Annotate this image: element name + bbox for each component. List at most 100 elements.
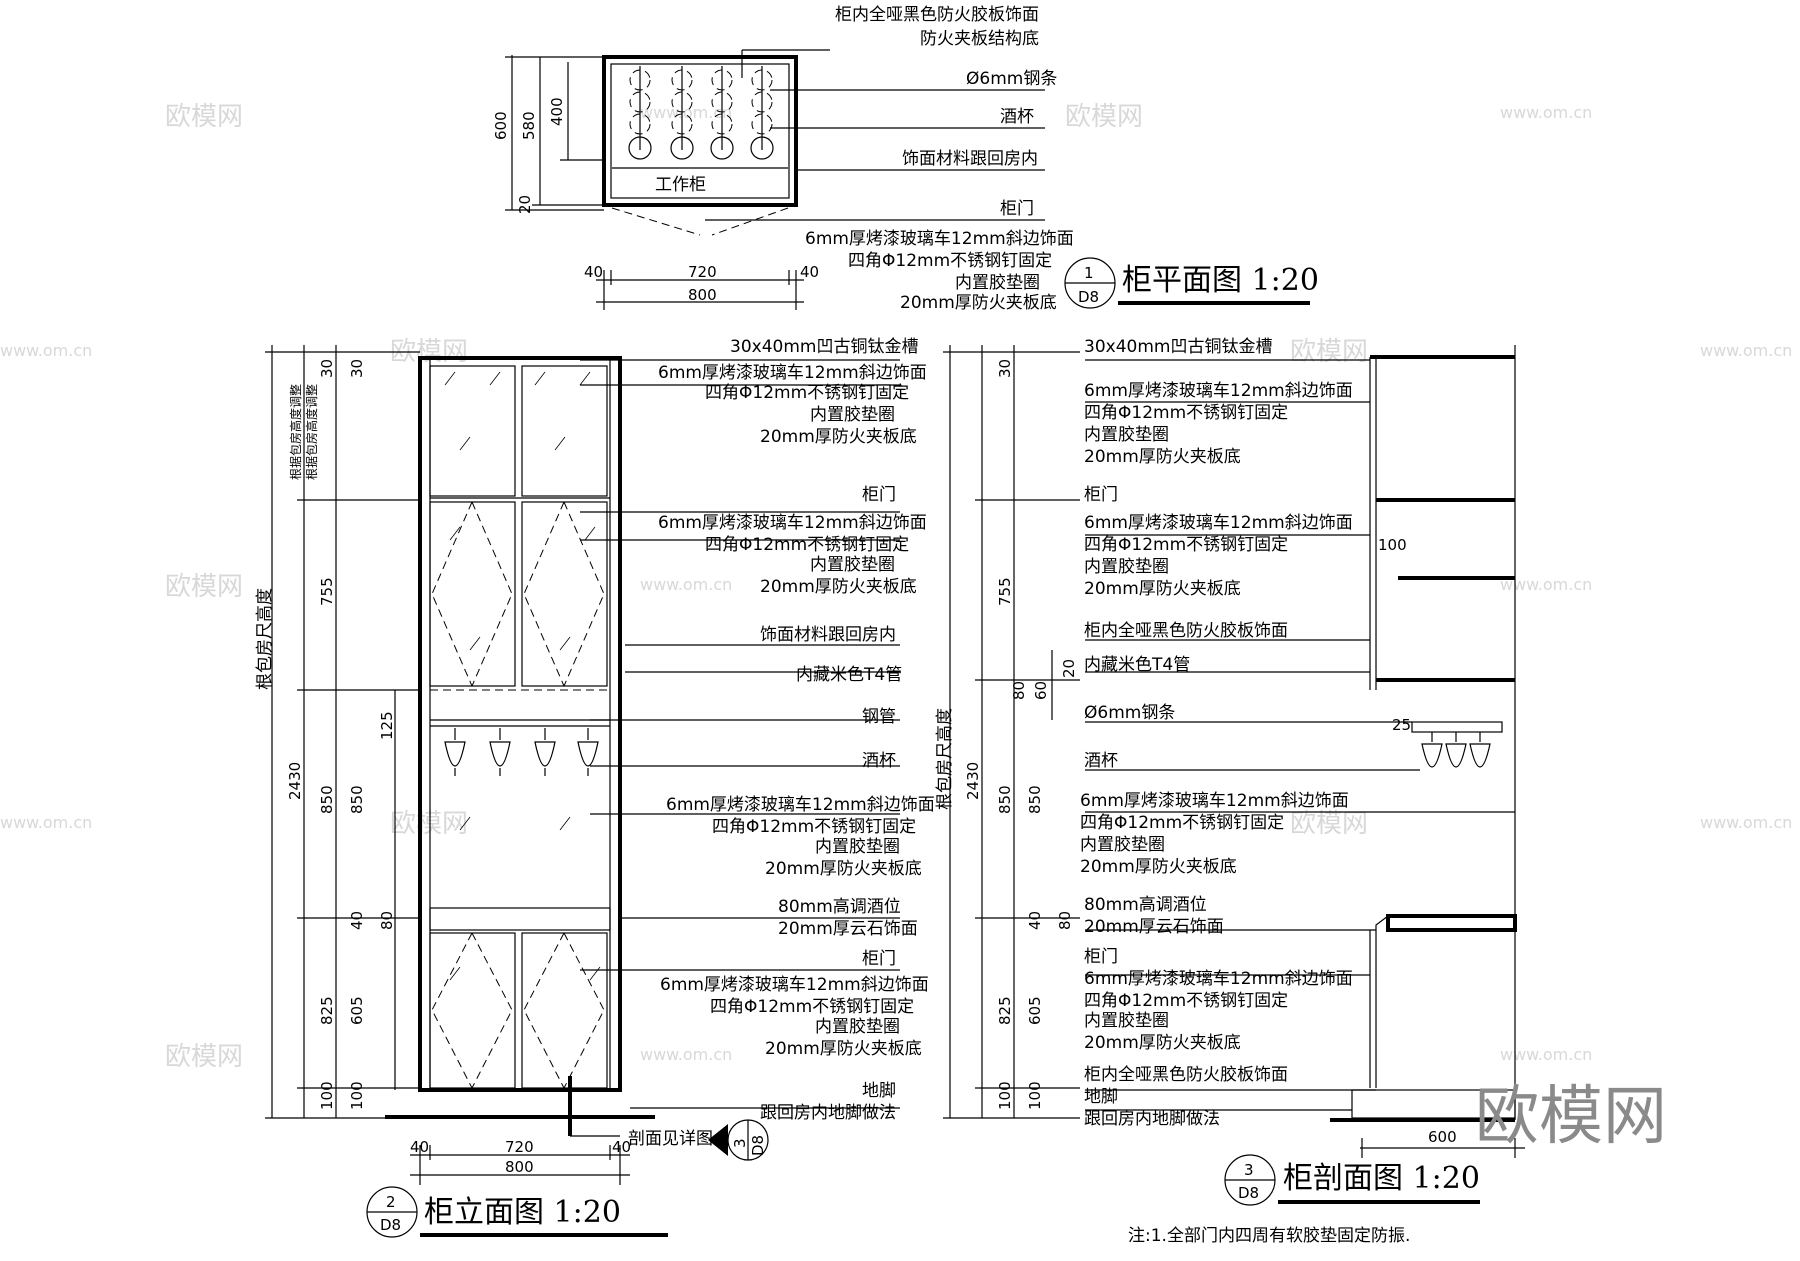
watermark-url: www.om.cn	[0, 341, 92, 360]
section-label: 内置胶垫圈	[1084, 425, 1169, 445]
plan-label: Ø6mm钢条	[966, 69, 1057, 89]
watermark: 欧模网	[1290, 337, 1368, 367]
elevation-dim: 30	[318, 359, 336, 378]
elevation-label: 80mm高调酒位	[778, 897, 901, 917]
elevation-dim: 40	[612, 1138, 631, 1156]
elevation-tag-number: 2	[386, 1193, 396, 1211]
elevation-dim: 800	[505, 1158, 534, 1176]
general-note: 注:1.全部门内四周有软胶垫固定防振.	[1128, 1226, 1410, 1246]
section-label: 四角Φ12mm不锈钢钉固定	[1084, 991, 1288, 1011]
section-dim: 850	[996, 785, 1014, 814]
section-dim: 20	[1060, 659, 1078, 678]
section-dim: 100	[996, 1081, 1014, 1110]
section-dim: 755	[996, 577, 1014, 606]
elevation-label: 四角Φ12mm不锈钢钉固定	[710, 997, 914, 1017]
elevation-wine-glasses	[444, 728, 599, 776]
section-label: 柜门	[1084, 485, 1118, 505]
elevation-dimensions	[265, 345, 420, 1119]
watermark-url: www.om.cn	[1500, 1045, 1592, 1064]
plan-cabinet-inner	[610, 63, 790, 199]
elevation-label: 20mm厚防火夹板底	[760, 577, 917, 597]
watermark: 欧模网	[390, 809, 468, 839]
elevation-dim: 40	[410, 1138, 429, 1156]
plan-wine-glasses	[628, 66, 774, 160]
section-dim: 850	[1026, 785, 1044, 814]
section-label: 四角Φ12mm不锈钢钉固定	[1080, 813, 1284, 833]
elevation-label: 钢管	[862, 707, 896, 727]
elevation-label: 20mm厚云石饰面	[778, 919, 918, 939]
section-label: 酒杯	[1084, 751, 1118, 771]
plan-label: 柜门	[1000, 199, 1034, 219]
plan-tag-sheet: D8	[1078, 288, 1099, 306]
section-label: 20mm厚防火夹板底	[1084, 579, 1241, 599]
elevation-dim: 755	[318, 577, 336, 606]
watermark-url: www.om.cn	[1500, 575, 1592, 594]
section-vertical-note: 根包房尺高度	[935, 708, 955, 810]
section-view: 2430 30 755 850 825 100 20 60 80 850 40 …	[935, 337, 1525, 1206]
section-ref-sheet: D8	[749, 1135, 767, 1156]
elevation-vertical-note: 根据包房高度调整	[288, 384, 303, 480]
section-label: 地脚	[1084, 1087, 1118, 1107]
section-label: 6mm厚烤漆玻璃车12mm斜边饰面	[1080, 791, 1349, 811]
elevation-label: 6mm厚烤漆玻璃车12mm斜边饰面	[660, 975, 929, 995]
elevation-view: 2430 30 755 850 825 100 30 125 850 40 80…	[255, 337, 935, 1238]
elevation-dim: 125	[378, 711, 396, 740]
elevation-label: 四角Φ12mm不锈钢钉固定	[712, 817, 916, 837]
elevation-label: 柜门	[862, 485, 896, 505]
elevation-dim: 825	[318, 996, 336, 1025]
elevation-marble-counter	[429, 907, 611, 931]
section-label: 6mm厚烤漆玻璃车12mm斜边饰面	[1084, 381, 1353, 401]
watermark-url: www.om.cn	[1700, 813, 1792, 832]
watermark-url: www.om.cn	[640, 575, 732, 594]
section-label: 柜内全哑黑色防火胶板饰面	[1084, 1065, 1288, 1085]
watermark: 欧模网	[1065, 102, 1143, 132]
section-label: 柜门	[1084, 947, 1118, 967]
elevation-label: 柜门	[862, 949, 896, 969]
watermark: 欧模网	[165, 1042, 243, 1072]
section-wine-glasses	[1421, 732, 1491, 768]
elevation-label: 四角Φ12mm不锈钢钉固定	[705, 383, 909, 403]
section-ref-number: 3	[731, 1138, 749, 1148]
elevation-label: 内藏米色T4管	[796, 665, 902, 685]
watermark-url: www.om.cn	[0, 813, 92, 832]
plan-dim: 40	[584, 263, 603, 281]
plan-label: 内置胶垫圈	[955, 273, 1040, 293]
elevation-label: 6mm厚烤漆玻璃车12mm斜边饰面	[658, 363, 927, 383]
watermark-url: www.om.cn	[1700, 341, 1792, 360]
section-dim: 600	[1428, 1128, 1457, 1146]
plan-label: 柜内全哑黑色防火胶板饰面	[835, 5, 1039, 25]
plan-dim: 800	[688, 286, 717, 304]
elevation-label: 酒杯	[862, 751, 896, 771]
elevation-dim: 100	[318, 1081, 336, 1110]
plan-dim: 580	[520, 111, 538, 140]
watermark-url: www.om.cn	[640, 103, 732, 122]
section-label: 内置胶垫圈	[1084, 1011, 1169, 1031]
plan-dim: 600	[492, 111, 510, 140]
section-tag-number: 3	[1244, 1161, 1254, 1179]
watermark-layer: 欧模网 www.om.cn 欧模网 www.om.cn www.om.cn 欧模…	[0, 102, 1792, 1072]
watermark-logo: 欧模网	[1475, 1080, 1667, 1154]
section-label: 20mm厚云石饰面	[1084, 917, 1224, 937]
elevation-label: 30x40mm凹古铜钛金槽	[730, 337, 918, 357]
section-tag-sheet: D8	[1238, 1184, 1259, 1202]
elevation-label: 20mm厚防火夹板底	[760, 427, 917, 447]
elevation-label: 内置胶垫圈	[810, 405, 895, 425]
plan-door-swing	[611, 207, 789, 236]
plan-label: 酒杯	[1000, 107, 1034, 127]
section-reference-label: 剖面见详图	[628, 1129, 713, 1149]
section-arrow-icon	[708, 1124, 728, 1156]
section-label: 柜内全哑黑色防火胶板饰面	[1084, 621, 1288, 641]
plan-label: 20mm厚防火夹板底	[900, 293, 1057, 313]
elevation-dim: 720	[505, 1138, 534, 1156]
section-label: 20mm厚防火夹板底	[1080, 857, 1237, 877]
elevation-label: 跟回房内地脚做法	[760, 1103, 896, 1123]
elevation-dim: 80	[378, 911, 396, 930]
section-label: 20mm厚防火夹板底	[1084, 447, 1241, 467]
elevation-vertical-note: 根据包房高度调整	[304, 384, 319, 480]
section-dim: 825	[996, 996, 1014, 1025]
plan-work-cabinet-label: 工作柜	[655, 175, 706, 195]
section-dim: 80	[1010, 681, 1028, 700]
section-label: 6mm厚烤漆玻璃车12mm斜边饰面	[1084, 513, 1353, 533]
watermark: 欧模网	[1290, 809, 1368, 839]
elevation-bottom-dimensions	[410, 1145, 630, 1185]
